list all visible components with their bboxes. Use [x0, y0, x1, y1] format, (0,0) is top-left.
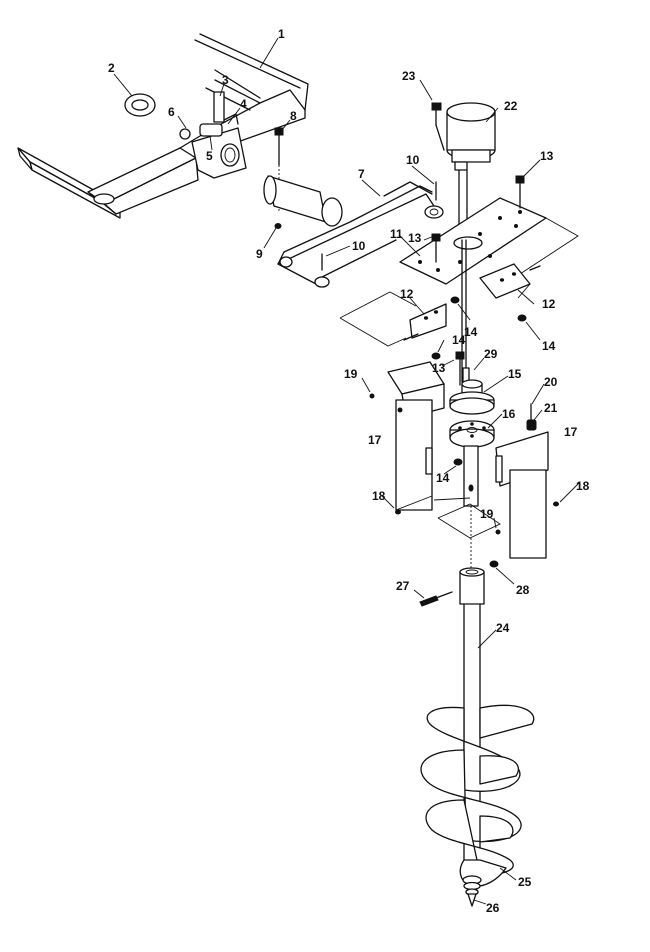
callout-14-a: 14	[464, 325, 478, 339]
callout-10-lower: 10	[352, 239, 366, 253]
callout-28: 28	[516, 583, 530, 597]
callout-22: 22	[504, 99, 518, 113]
callout-21: 21	[544, 401, 558, 415]
drive-shaft	[461, 239, 470, 387]
callout-25: 25	[518, 875, 532, 889]
mounting-plate	[399, 197, 579, 285]
callout-4: 4	[240, 97, 247, 111]
callout-17-left: 17	[368, 433, 382, 447]
callout-20: 20	[544, 375, 558, 389]
clamp-plate-left	[339, 291, 447, 347]
callout-11: 11	[390, 227, 403, 241]
hub-flange-lower	[449, 420, 495, 448]
callout-labels: 1 2 3 4 5 6 7 8 9 10 10 11 12 12 13 13 1…	[108, 27, 590, 915]
callout-16: 16	[502, 407, 516, 421]
callout-13-mid: 13	[408, 231, 422, 245]
callout-2: 2	[108, 61, 115, 75]
callout-27: 27	[396, 579, 410, 593]
auger	[420, 603, 535, 875]
callout-13-top: 13	[540, 149, 554, 163]
callout-18-left: 18	[372, 489, 386, 503]
callout-5: 5	[206, 149, 213, 163]
callout-14-c: 14	[452, 333, 466, 347]
callout-9: 9	[256, 247, 263, 261]
cap-screws	[431, 175, 525, 386]
shear-bolt	[526, 403, 537, 431]
callout-14-d: 14	[436, 471, 450, 485]
pilot-bit	[459, 859, 507, 907]
callout-26: 26	[486, 901, 500, 915]
callout-1: 1	[278, 27, 285, 41]
washer	[124, 93, 156, 117]
hub-flange-upper	[449, 379, 495, 415]
guard-right	[437, 431, 549, 559]
callout-12-right: 12	[542, 297, 556, 311]
callout-7: 7	[358, 167, 365, 181]
hydraulic-motor	[431, 102, 496, 241]
guard-screws	[369, 393, 559, 535]
leader-lines	[113, 37, 581, 905]
callout-15: 15	[508, 367, 522, 381]
clamp-plate-right	[479, 263, 541, 299]
callout-6: 6	[168, 105, 175, 119]
guard-left	[387, 361, 471, 511]
callout-23: 23	[402, 69, 416, 83]
callout-24: 24	[496, 621, 510, 635]
callout-14-b: 14	[542, 339, 556, 353]
callout-3: 3	[222, 73, 229, 87]
callout-18-right: 18	[576, 479, 590, 493]
callout-19-left: 19	[344, 367, 358, 381]
callout-8: 8	[290, 109, 297, 123]
coupling-collar	[419, 560, 499, 607]
callout-19-right: 19	[480, 507, 494, 521]
swing-arm	[263, 175, 444, 288]
hitch-bracket	[179, 91, 247, 179]
lock-nuts	[431, 296, 527, 466]
callout-29: 29	[484, 347, 498, 361]
bolt-and-nut	[274, 127, 284, 229]
callout-12-left: 12	[400, 287, 414, 301]
callout-17-right: 17	[564, 425, 578, 439]
callout-13-low: 13	[432, 361, 446, 375]
callout-10-upper: 10	[406, 153, 420, 167]
